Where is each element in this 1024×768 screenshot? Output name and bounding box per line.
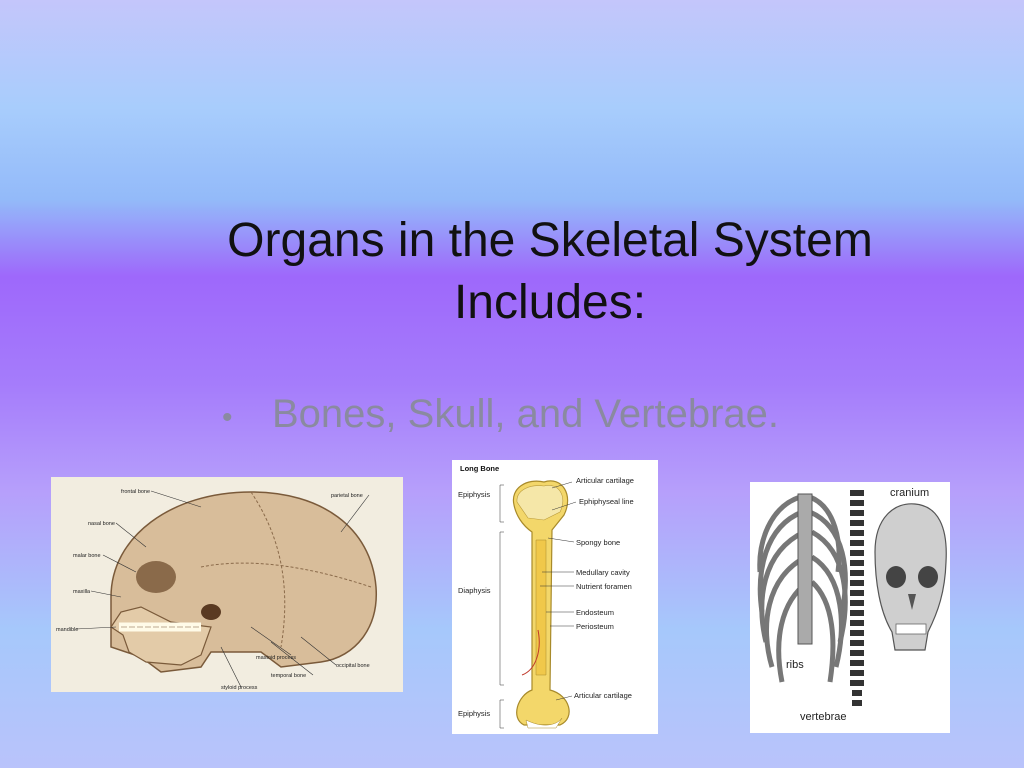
label-maxilla: maxilla	[73, 589, 91, 595]
long-bone-illustration: Long Bone Articular cartilage Epiphysis …	[458, 464, 634, 729]
bullet-dot-icon: •	[222, 401, 233, 434]
bullet-list: • Bones, Skull, and Vertebrae.	[222, 392, 779, 437]
bullet-text: Bones, Skull, and Vertebrae.	[272, 392, 779, 436]
slide-title-line-1: Organs in the Skeletal System	[227, 214, 873, 267]
bullet-item: • Bones, Skull, and Vertebrae.	[222, 392, 779, 437]
label-malar-bone: malar bone	[73, 553, 101, 559]
skull-illustration: frontal bone parietal bone nasal bone ma…	[56, 489, 377, 691]
label-spongy-bone: Spongy bone	[576, 538, 620, 547]
label-mandible: mandible	[56, 627, 78, 633]
label-mastoid-process: mastoid process	[256, 655, 296, 661]
slide-title-line-2: Includes:	[453, 276, 647, 329]
label-frontal-bone: frontal bone	[121, 489, 150, 495]
skeleton-illustration: cranium ribs vertebrae	[757, 487, 947, 723]
label-periosteum: Periosteum	[576, 622, 614, 631]
long-bone-title: Long Bone	[460, 464, 499, 473]
label-endosteum: Endosteum	[576, 608, 614, 617]
label-occipital-bone: occipital bone	[336, 663, 370, 669]
label-articular-cartilage-top: Articular cartilage	[576, 476, 634, 485]
label-cranium: cranium	[890, 487, 929, 499]
label-styloid-process: styloid process	[221, 685, 258, 691]
label-nutrient-foramen: Nutrient foramen	[576, 582, 632, 591]
label-parietal-bone: parietal bone	[331, 493, 363, 499]
label-diaphysis: Diaphysis	[458, 586, 491, 595]
label-epiphyseal-line: Ephiphyseal line	[579, 497, 634, 506]
label-vertebrae: vertebrae	[800, 711, 846, 723]
label-nasal-bone: nasal bone	[88, 521, 115, 527]
ribs-vertebrae-cranium-image: cranium ribs vertebrae	[750, 482, 950, 733]
label-medullary-cavity: Medullary cavity	[576, 568, 630, 577]
slide-title: Organs in the Skeletal System Includes:	[190, 210, 910, 334]
label-ribs: ribs	[786, 659, 804, 671]
long-bone-diagram: Long Bone Articular cartilage Epiphysis …	[452, 460, 658, 734]
label-epiphysis-bottom: Epiphysis	[458, 709, 490, 718]
skull-side-view-image: frontal bone parietal bone nasal bone ma…	[51, 477, 403, 692]
label-articular-cartilage-bottom: Articular cartilage	[574, 691, 632, 700]
label-temporal-bone: temporal bone	[271, 673, 306, 679]
label-epiphysis-top: Epiphysis	[458, 490, 490, 499]
